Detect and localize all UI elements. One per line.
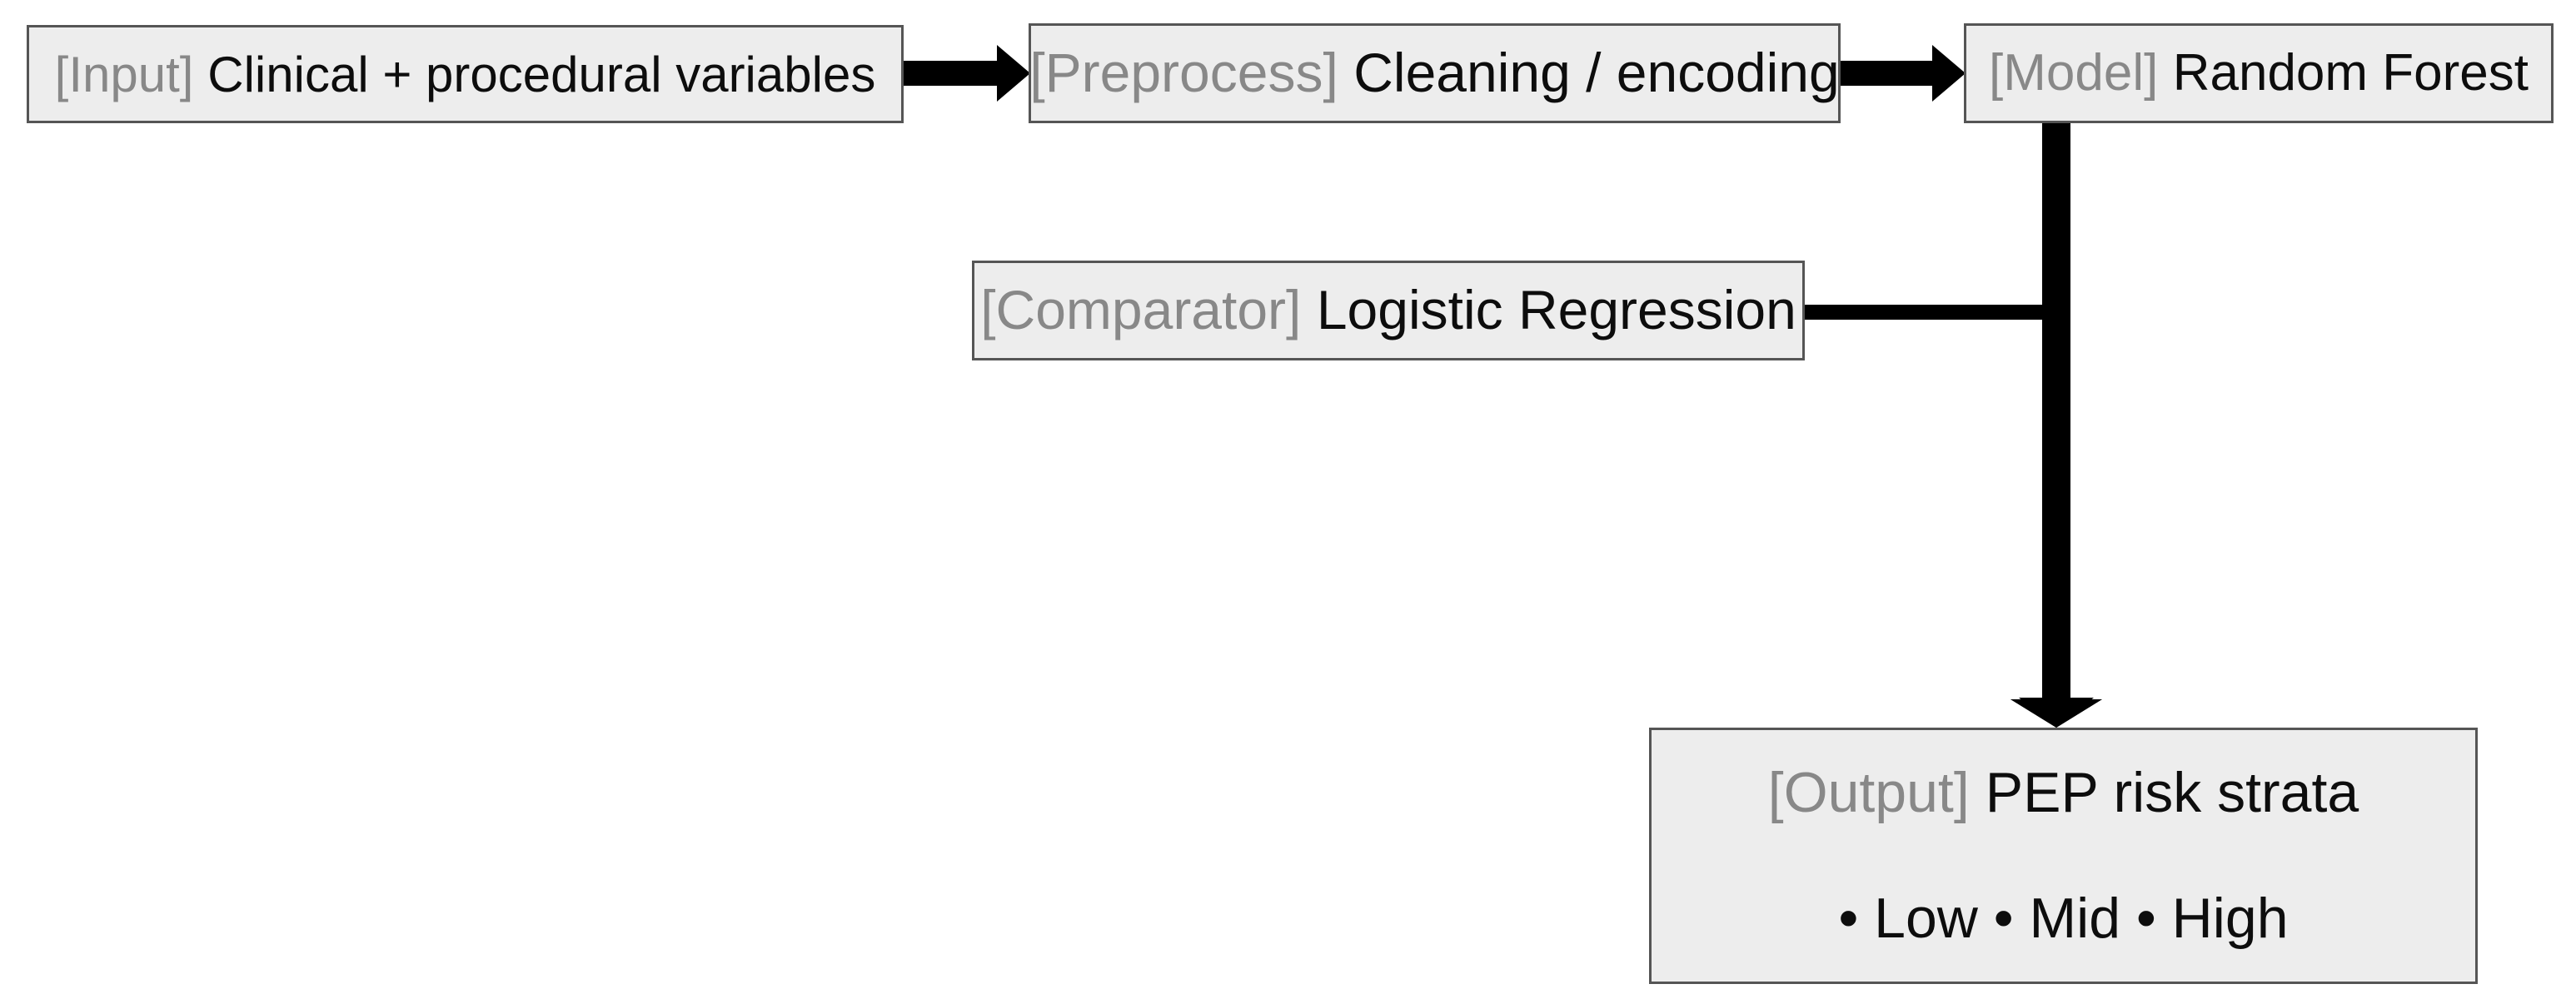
arrow-preprocess-to-model-icon bbox=[1841, 45, 1966, 102]
node-input: [Input]Clinical + procedural variables bbox=[27, 25, 904, 123]
connector-comparator-tee-icon bbox=[1805, 305, 2046, 320]
node-preprocess-label: Cleaning / encoding bbox=[1353, 42, 1840, 104]
node-model-label: Random Forest bbox=[2172, 44, 2529, 102]
node-model-prefix: [Model] bbox=[1989, 44, 2159, 102]
node-comparator: [Comparator]Logistic Regression bbox=[972, 261, 1805, 360]
node-output: [Output]PEP risk strata • Low • Mid • Hi… bbox=[1649, 728, 2478, 984]
node-input-text: [Input]Clinical + procedural variables bbox=[55, 46, 876, 103]
node-comparator-text: [Comparator]Logistic Regression bbox=[980, 279, 1796, 342]
node-input-label: Clinical + procedural variables bbox=[207, 46, 876, 102]
node-preprocess-text: [Preprocess]Cleaning / encoding bbox=[1029, 42, 1839, 105]
arrow-model-to-output-icon bbox=[2010, 122, 2102, 728]
node-comparator-label: Logistic Regression bbox=[1316, 279, 1796, 341]
node-input-prefix: [Input] bbox=[54, 46, 194, 102]
arrow-input-to-preprocess-icon bbox=[904, 45, 1030, 102]
node-preprocess-prefix: [Preprocess] bbox=[1029, 42, 1338, 104]
node-output-sublabel: • Low • Mid • High bbox=[1838, 887, 2289, 951]
node-comparator-prefix: [Comparator] bbox=[980, 279, 1302, 341]
node-output-label: PEP risk strata bbox=[1985, 761, 2359, 825]
node-preprocess: [Preprocess]Cleaning / encoding bbox=[1029, 23, 1841, 123]
node-model: [Model]Random Forest bbox=[1964, 23, 2554, 123]
node-output-prefix: [Output] bbox=[1767, 761, 1970, 825]
node-output-text: [Output]PEP risk strata bbox=[1768, 760, 2359, 825]
node-model-text: [Model]Random Forest bbox=[1989, 43, 2529, 102]
